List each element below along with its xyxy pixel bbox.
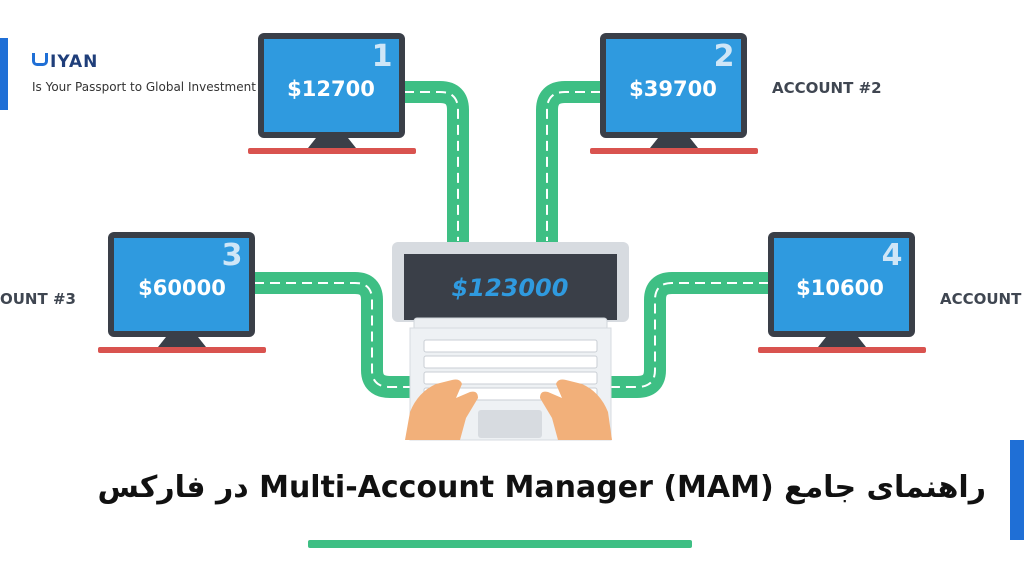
- monitor-4-screen: [774, 238, 909, 331]
- monitor-1-stand: [308, 138, 356, 148]
- monitor-3-stand: [158, 337, 206, 347]
- title-accent-bar: [1010, 440, 1024, 540]
- monitor-1-desk: [248, 148, 416, 154]
- brand-accent-bar: [0, 38, 8, 110]
- monitor-1: 1 $12700: [248, 33, 416, 154]
- brand-logo-text: IYAN: [50, 52, 99, 72]
- account-2-label: ACCOUNT #2: [772, 79, 882, 97]
- monitor-1-amount: $12700: [287, 77, 375, 101]
- monitor-2-screen: [606, 39, 741, 132]
- connector-4-dash: [611, 282, 769, 388]
- connector-2-dash: [546, 91, 601, 241]
- monitor-2-amount: $39700: [629, 77, 717, 101]
- connector-3-dash: [254, 282, 411, 388]
- monitor-4-amount: $10600: [796, 276, 884, 300]
- monitor-4-desk: [758, 347, 926, 353]
- brand-block: IYAN Is Your Passport to Global Investme…: [0, 38, 260, 110]
- monitor-2: 2 $39700 ACCOUNT #2: [590, 33, 882, 154]
- monitor-1-number: 1: [372, 39, 393, 74]
- connectors: [244, 81, 779, 398]
- monitor-3-amount: $60000: [138, 276, 226, 300]
- monitor-2-number: 2: [714, 39, 735, 74]
- monitor-2-desk: [590, 148, 758, 154]
- left-hand: [405, 379, 478, 440]
- monitor-3-desk: [98, 347, 266, 353]
- connector-4: [601, 272, 779, 398]
- monitor-1-screen: [264, 39, 399, 132]
- page-title: راهنمای جامع Multi-Account Manager (MAM)…: [97, 470, 987, 505]
- brand-logo: IYAN: [32, 52, 98, 72]
- connector-1: [394, 81, 469, 251]
- connector-3: [244, 272, 421, 398]
- monitor-3-number: 3: [222, 238, 243, 273]
- monitor-4: 4 $10600 ACCOUNT: [758, 232, 1022, 353]
- connector-1-dash: [404, 91, 459, 241]
- connector-2: [536, 81, 611, 251]
- brand-tagline: Is Your Passport to Global Investment: [32, 80, 256, 94]
- logo-mark-icon: [32, 53, 48, 66]
- monitor-3: 3 $60000 OUNT #3: [0, 232, 266, 353]
- right-hand: [540, 379, 612, 440]
- monitor-4-stand: [818, 337, 866, 347]
- laptop-trackpad: [478, 410, 542, 438]
- monitor-2-stand: [650, 138, 698, 148]
- monitor-4-number: 4: [882, 238, 903, 273]
- monitor-3-screen: [114, 238, 249, 331]
- title-underline: [308, 540, 692, 548]
- account-4-label: ACCOUNT: [940, 290, 1022, 308]
- hands: [405, 379, 612, 440]
- laptop-keyboard: [423, 339, 598, 401]
- laptop-screen: [404, 254, 617, 320]
- master-amount: $123000: [452, 274, 569, 302]
- account-3-label: OUNT #3: [0, 290, 76, 308]
